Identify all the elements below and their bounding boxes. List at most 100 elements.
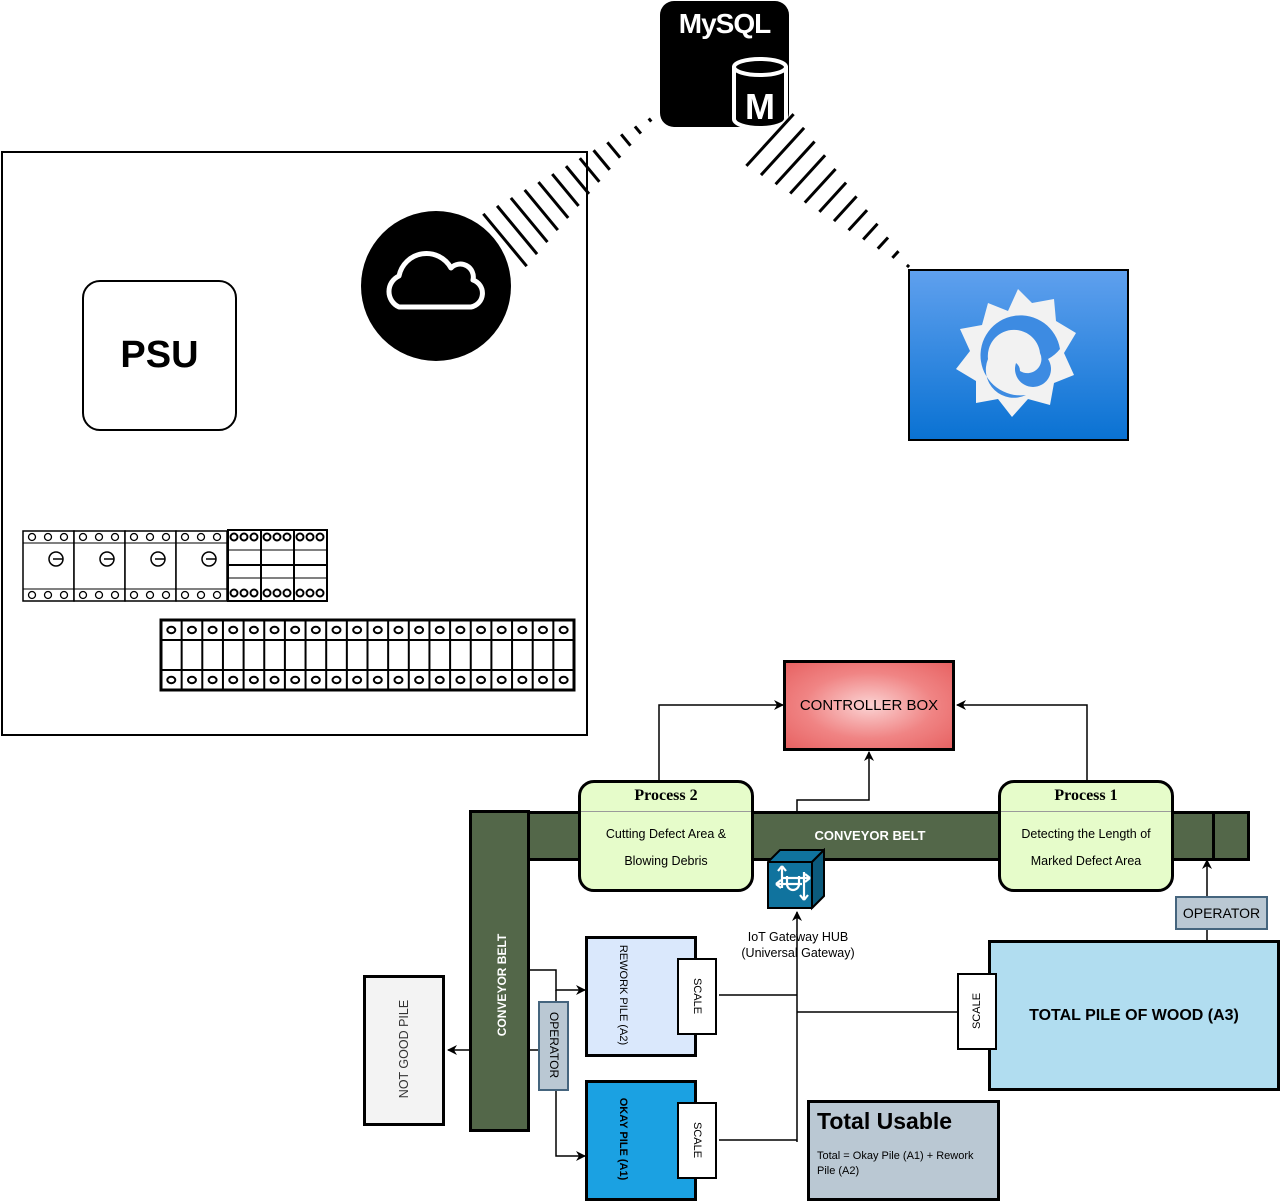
terminal-screw (290, 675, 301, 685)
operator-side: OPERATOR (538, 1001, 569, 1091)
terminal-screw (558, 675, 569, 685)
wireless-hatch (832, 195, 858, 223)
wireless-hatch (774, 140, 816, 186)
wireless-hatch (633, 125, 643, 135)
terminal-screw (476, 625, 487, 635)
wireless-hatch (759, 126, 806, 177)
controller-box: CONTROLLER BOX (783, 660, 955, 751)
circuit-breaker (124, 530, 177, 602)
terminal-screw (455, 625, 466, 635)
terminal-screw (414, 675, 425, 685)
wireless-hatch (745, 113, 795, 167)
okay-scale-label: SCALE (691, 1121, 703, 1159)
wireless-hatch (606, 141, 622, 159)
okay-scale: SCALE (677, 1102, 717, 1179)
wireless-hatch (482, 212, 528, 268)
terminal-screw (166, 675, 177, 685)
terminal-screw (476, 675, 487, 685)
terminal-screw (517, 625, 528, 635)
wireless-hatch (592, 149, 611, 171)
conveyor-belt-end-segment (1212, 811, 1250, 861)
terminal-screw (558, 625, 569, 635)
mysql-label: MySQL (678, 8, 771, 39)
terminal-screw (228, 625, 239, 635)
process-2: Process 2 Cutting Defect Area & Blowing … (578, 780, 754, 892)
terminal-screw (372, 675, 383, 685)
universal-gateway-icon (767, 848, 825, 911)
grafana-logo-icon (956, 289, 1076, 417)
wireless-hatch (647, 117, 653, 123)
total-scale-label: SCALE (971, 992, 983, 1030)
wireless-link-mysql-grafana (745, 113, 911, 269)
conveyor-belt-vertical-label: CONVEYOR BELT (495, 933, 509, 1037)
total-pile-of-wood-label: TOTAL PILE OF WOOD (A3) (1029, 1006, 1239, 1024)
relay-module (293, 529, 328, 602)
terminal-screw (186, 675, 197, 685)
process-1: Process 1 Detecting the Length of Marked… (998, 780, 1174, 892)
mysql-db-letter: M (745, 86, 775, 127)
process-2-title: Process 2 (634, 787, 698, 804)
wireless-hatch (509, 196, 549, 244)
process-2-description: Cutting Defect Area & Blowing Debris (585, 821, 747, 875)
conveyor-belt-vertical: CONVEYOR BELT (469, 810, 530, 1132)
iot-gateway-subtitle: (Universal Gateway) (741, 946, 855, 960)
process-1-line-2: Marked Defect Area (1030, 854, 1142, 868)
terminal-screw (269, 625, 280, 635)
okay-pile-label: OKAY PILE (A1) (617, 1097, 629, 1181)
conveyor-belt-horizontal-label: CONVEYOR BELT (814, 828, 926, 843)
wireless-hatch (578, 157, 601, 183)
process-1-description: Detecting the Length of Marked Defect Ar… (1005, 821, 1167, 875)
operator-top-label: OPERATOR (1182, 905, 1261, 921)
terminal-screw (248, 625, 259, 635)
total-scale: SCALE (957, 973, 997, 1050)
operator-top: OPERATOR (1175, 896, 1268, 930)
iot-gateway-label: IoT Gateway HUB (Universal Gateway) (718, 929, 878, 961)
iot-gateway-title: IoT Gateway HUB (747, 930, 849, 944)
terminal-screw (455, 675, 466, 685)
total-usable-formula: Total = Okay Pile (A1) + Rework Pile (A2… (817, 1150, 974, 1177)
terminal-screw (434, 625, 445, 635)
terminal-screw (538, 625, 548, 635)
process-1-divider (1001, 811, 1171, 812)
circuit-breaker (73, 530, 126, 602)
wireless-hatch (905, 263, 911, 269)
circuit-breaker (22, 530, 75, 602)
not-good-pile: NOT GOOD PILE (363, 975, 445, 1126)
wireless-hatch (891, 250, 900, 259)
link-process2-controller (658, 700, 784, 780)
process-2-line-2: Blowing Debris (624, 854, 708, 868)
wireless-hatch (803, 167, 837, 204)
process-2-line-1: Cutting Defect Area & (605, 827, 727, 841)
terminal-screw (310, 625, 321, 635)
terminal-screw (352, 675, 363, 685)
wireless-hatch (862, 222, 879, 241)
rework-scale: SCALE (677, 958, 717, 1035)
total-usable-note: Total Usable Total = Okay Pile (A1) + Re… (807, 1100, 1000, 1201)
terminal-screw (269, 675, 280, 685)
wireless-hatch (495, 204, 539, 256)
cloud-node (361, 211, 511, 361)
link-process1-controller (956, 700, 1088, 780)
terminal-screw (290, 625, 301, 635)
terminal-screw (517, 675, 528, 685)
terminal-screw (393, 625, 404, 635)
rework-pile-label: REWORK PILE (A2) (617, 944, 629, 1046)
terminal-screw (310, 675, 321, 685)
wireless-hatch (564, 165, 591, 195)
psu-box: PSU (82, 280, 237, 431)
link-belt-rework (530, 969, 586, 995)
process-1-line-1: Detecting the Length of (1021, 827, 1151, 841)
terminal-screw (393, 675, 404, 685)
terminal-screw (186, 625, 197, 635)
wireless-link-cloud-mysql (482, 117, 653, 268)
terminal-screw (434, 675, 445, 685)
terminal-screw (331, 675, 342, 685)
relay-module (260, 529, 295, 602)
wireless-hatch (551, 173, 580, 207)
terminal-screw (372, 625, 383, 635)
wireless-hatch (620, 133, 632, 147)
terminal-screw (331, 625, 342, 635)
wireless-hatch (789, 154, 827, 195)
